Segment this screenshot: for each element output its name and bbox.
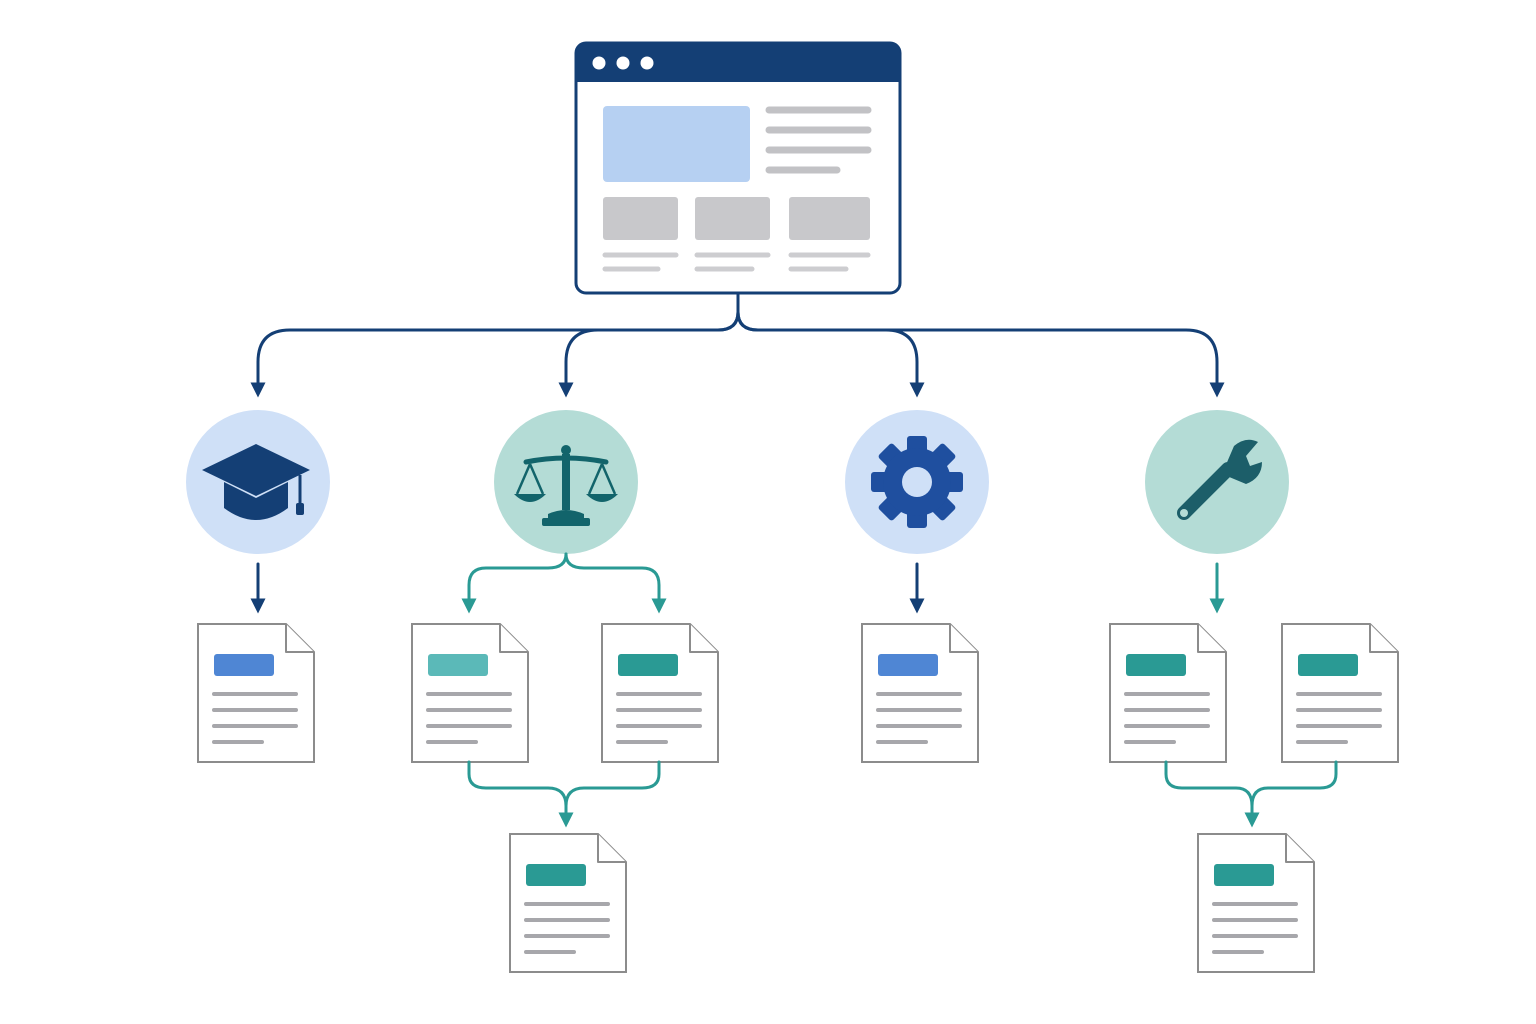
category-education[interactable]: [186, 410, 330, 554]
branch-connectors: [250, 291, 1225, 398]
document-header: [214, 654, 274, 676]
document-icon[interactable]: [1280, 622, 1400, 764]
window-dot: [616, 56, 630, 70]
card-placeholder: [695, 197, 770, 240]
card-placeholder: [603, 197, 678, 240]
category-maintenance[interactable]: [1145, 410, 1289, 554]
browser-window-icon: [574, 41, 902, 295]
document-header: [878, 654, 938, 676]
wrench-icon: [1177, 439, 1262, 520]
document-header: [1214, 864, 1274, 886]
window-title-bar: [576, 43, 900, 82]
document-icon[interactable]: [860, 622, 980, 764]
card-caption-lines: [602, 252, 871, 272]
category-legal[interactable]: [494, 410, 638, 554]
scales-icon: [514, 445, 618, 526]
document-header: [526, 864, 586, 886]
window-dot: [592, 56, 606, 70]
document-icon[interactable]: [196, 622, 316, 764]
document-icon[interactable]: [1108, 622, 1228, 764]
document-icon[interactable]: [508, 832, 628, 974]
graduation-cap-icon: [202, 444, 310, 520]
output-connectors: [250, 552, 1225, 614]
document-header: [1298, 654, 1358, 676]
merge-connectors: [467, 760, 1338, 828]
hero-image-placeholder: [603, 106, 750, 182]
document-header: [428, 654, 488, 676]
document-header: [1126, 654, 1186, 676]
card-placeholder: [789, 197, 870, 240]
hero-text-lines: [765, 106, 872, 174]
document-icon[interactable]: [1196, 832, 1316, 974]
gear-icon: [871, 436, 963, 528]
document-header: [618, 654, 678, 676]
category-settings[interactable]: [845, 410, 989, 554]
document-icon[interactable]: [600, 622, 720, 764]
window-dot: [640, 56, 654, 70]
document-icon[interactable]: [410, 622, 530, 764]
